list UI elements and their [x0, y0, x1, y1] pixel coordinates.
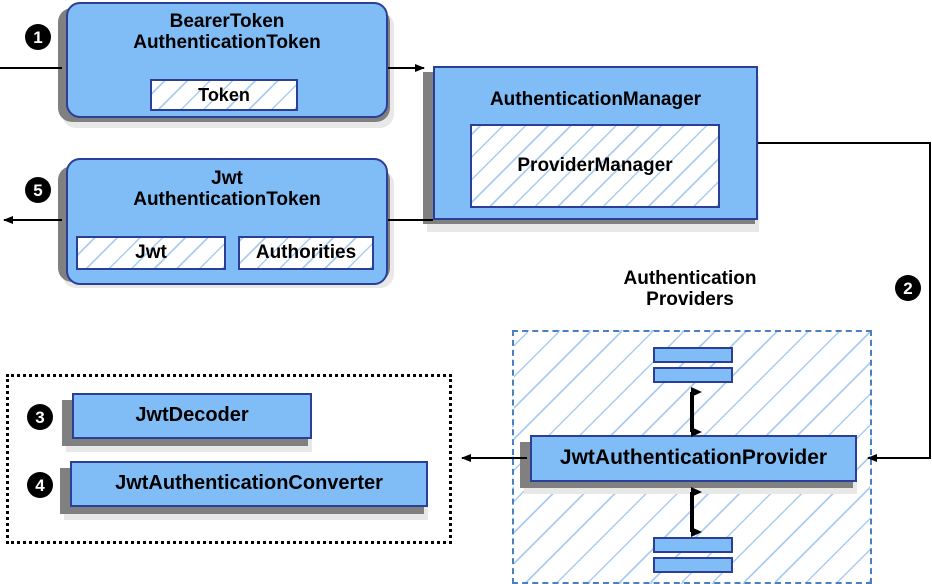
- step-badge-5: 5: [25, 177, 51, 203]
- authentication-providers-caption-line2: Providers: [646, 289, 734, 311]
- provider-stub-bar-top-1: [653, 347, 733, 363]
- provider-manager-inner-box: ProviderManager: [470, 124, 720, 208]
- jwt-token-inner-jwt-field: Jwt: [76, 236, 226, 270]
- jwt-authentication-provider-box[interactable]: JwtAuthenticationProvider: [530, 435, 857, 482]
- jwt-authentication-converter-box[interactable]: JwtAuthenticationConverter: [70, 461, 428, 507]
- jwt-authentication-converter-label: JwtAuthenticationConverter: [115, 472, 383, 495]
- jwt-token-label-line1: Jwt: [211, 168, 243, 189]
- provider-stub-bar-bottom-1: [653, 537, 733, 553]
- authentication-providers-caption-line1: Authentication: [623, 268, 757, 289]
- jwt-decoder-box[interactable]: JwtDecoder: [72, 393, 312, 439]
- bearer-token-authentication-token-box[interactable]: BearerToken AuthenticationToken: [66, 2, 388, 118]
- jwt-token-label-line2: AuthenticationToken: [133, 188, 321, 210]
- authentication-providers-caption: Authentication Providers: [600, 268, 780, 311]
- authentication-manager-title: AuthenticationManager: [489, 89, 702, 110]
- support-components-container: [6, 374, 452, 544]
- step-badge-3: 3: [27, 404, 53, 430]
- provider-stub-bar-bottom-2: [653, 557, 733, 573]
- step-badge-4: 4: [27, 472, 53, 498]
- jwt-authentication-provider-label: JwtAuthenticationProvider: [559, 446, 828, 470]
- provider-stub-bar-top-2: [653, 367, 733, 383]
- jwt-token-inner-authorities-field: Authorities: [238, 236, 374, 270]
- bearer-token-label-line2: AuthenticationToken: [133, 31, 321, 53]
- bearer-token-inner-token-field: Token: [150, 79, 298, 111]
- step-badge-2: 2: [895, 275, 921, 301]
- jwt-decoder-label: JwtDecoder: [135, 404, 249, 427]
- step-badge-1: 1: [25, 24, 51, 50]
- bearer-token-label-line1: BearerToken: [169, 11, 285, 32]
